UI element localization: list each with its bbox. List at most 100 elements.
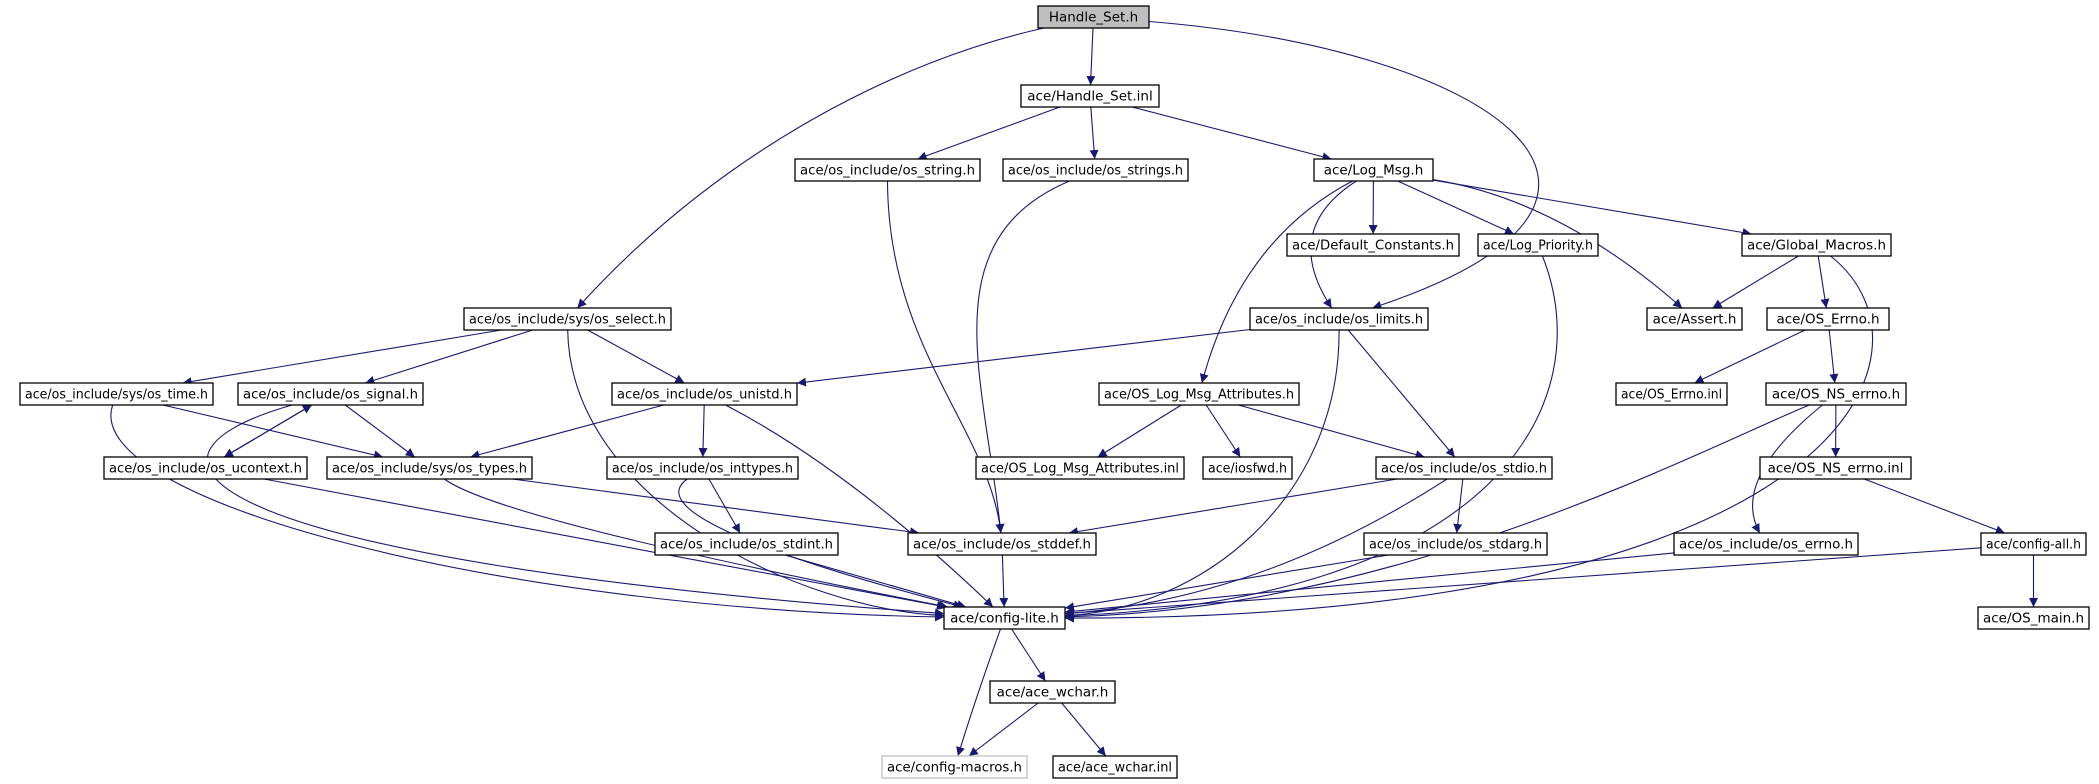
node-label: ace/os_include/os_stdio.h <box>1381 461 1547 477</box>
file-node-ns-errno-h[interactable]: ace/OS_NS_errno.h <box>1765 382 1907 406</box>
file-node-handle-set-h[interactable]: Handle_Set.h <box>1037 5 1150 29</box>
node-label: ace/config-all.h <box>1986 537 2081 553</box>
file-node-os-signal[interactable]: ace/os_include/os_signal.h <box>237 382 424 406</box>
edge-line <box>1817 255 1830 309</box>
edge-os-unistd-to-sys-types <box>470 404 664 460</box>
edge-os-string-to-os-stddef <box>886 180 1005 534</box>
node-label: ace/os_include/sys/os_select.h <box>469 312 666 328</box>
node-label: ace/OS_NS_errno.h <box>1772 387 1900 403</box>
edge-ns-errno-h-to-config-lite <box>1064 404 1810 622</box>
node-box <box>1741 233 1892 257</box>
file-node-os-string[interactable]: ace/os_include/os_string.h <box>794 158 981 182</box>
node-box <box>1977 606 2090 630</box>
node-label: Handle_Set.h <box>1049 10 1138 26</box>
edge-line <box>1064 547 1982 618</box>
edge-line <box>784 554 967 609</box>
file-node-os-stdint[interactable]: ace/os_include/os_stdint.h <box>654 532 839 556</box>
edge-line <box>223 404 313 458</box>
file-node-sys-select[interactable]: ace/os_include/sys/os_select.h <box>463 307 672 331</box>
file-node-default-constants[interactable]: ace/Default_Constants.h <box>1286 233 1460 257</box>
node-box <box>103 456 308 480</box>
edge-line <box>1064 404 1810 622</box>
node-box <box>1759 456 1912 480</box>
node-box <box>794 158 981 182</box>
node-box <box>1646 307 1743 331</box>
node-box <box>881 755 1028 779</box>
edge-sys-select-to-sys-time <box>182 329 502 386</box>
edge-os-signal-to-sys-types <box>344 404 416 458</box>
file-node-ace-wchar-h[interactable]: ace/ace_wchar.h <box>989 680 1116 704</box>
file-node-assert[interactable]: ace/Assert.h <box>1646 307 1743 331</box>
edge-line <box>1864 478 2005 534</box>
file-node-os-main[interactable]: ace/OS_main.h <box>1977 606 2090 630</box>
node-box <box>463 307 672 331</box>
node-box <box>1249 307 1429 331</box>
file-node-os-ucontext[interactable]: ace/os_include/os_ucontext.h <box>103 456 308 480</box>
file-node-os-inttypes[interactable]: ace/os_include/os_inttypes.h <box>606 456 799 480</box>
node-box <box>1037 5 1150 29</box>
edge-handle-set-h-to-os-limits <box>1148 20 1540 310</box>
edge-line <box>444 478 949 610</box>
file-node-os-errno-inl[interactable]: ace/OS_Errno.inl <box>1615 382 1728 406</box>
edge-log-msg-attr-to-os-stdio <box>1238 404 1425 459</box>
file-node-ace-wchar-inl[interactable]: ace/ace_wchar.inl <box>1052 755 1178 779</box>
file-node-config-lite[interactable]: ace/config-lite.h <box>943 606 1066 630</box>
node-label: ace/os_include/sys/os_types.h <box>332 461 527 477</box>
file-node-sys-time[interactable]: ace/os_include/sys/os_time.h <box>19 382 214 406</box>
node-box <box>1615 382 1728 406</box>
node-label: ace/Handle_Set.inl <box>1027 89 1152 105</box>
edge-global-macros-to-assert <box>1712 255 1799 309</box>
node-box <box>611 382 798 406</box>
edge-log-msg-to-log-priority <box>1397 180 1515 235</box>
file-node-log-msg-attr[interactable]: ace/OS_Log_Msg_Attributes.h <box>1098 382 1300 406</box>
file-node-global-macros[interactable]: ace/Global_Macros.h <box>1741 233 1892 257</box>
file-node-os-unistd[interactable]: ace/os_include/os_unistd.h <box>611 382 798 406</box>
edge-line <box>725 404 994 608</box>
file-node-os-stdio[interactable]: ace/os_include/os_stdio.h <box>1375 456 1553 480</box>
edge-log-msg-to-log-msg-attr <box>1199 180 1353 384</box>
file-node-os-stddef[interactable]: ace/os_include/os_stddef.h <box>907 532 1097 556</box>
edge-handle-set-inl-to-os-string <box>917 106 1061 161</box>
edge-line <box>1694 329 1806 384</box>
edge-line <box>1068 478 1398 536</box>
edge-global-macros-to-os-errno-h <box>1817 255 1830 309</box>
edge-handle-set-h-to-handle-set-inl <box>1086 27 1096 86</box>
file-node-os-errno-os[interactable]: ace/os_include/os_errno.h <box>1673 532 1859 556</box>
edge-line <box>162 404 384 460</box>
node-label: ace/OS_Log_Msg_Attributes.inl <box>981 461 1179 477</box>
file-node-log-msg[interactable]: ace/Log_Msg.h <box>1313 158 1434 182</box>
edge-line <box>976 180 1070 534</box>
edge-line <box>1432 179 1752 237</box>
file-node-ns-errno-inl[interactable]: ace/OS_NS_errno.inl <box>1759 456 1912 480</box>
file-node-os-strings[interactable]: ace/os_include/os_strings.h <box>1002 158 1189 182</box>
edge-sys-time-to-sys-types <box>162 404 384 460</box>
node-box <box>1020 84 1160 108</box>
file-node-log-priority[interactable]: ace/Log_Priority.h <box>1477 233 1599 257</box>
file-node-config-all[interactable]: ace/config-all.h <box>1980 532 2087 556</box>
edge-line <box>1061 702 1107 757</box>
node-box <box>975 456 1185 480</box>
file-node-log-msg-attr-inl[interactable]: ace/OS_Log_Msg_Attributes.inl <box>975 456 1185 480</box>
edge-line <box>999 554 1009 608</box>
edge-os-ucontext-to-os-signal <box>223 404 313 458</box>
edge-os-strings-to-os-stddef <box>976 180 1070 534</box>
edge-os-errno-h-to-os-errno-inl <box>1694 329 1806 384</box>
edge-line <box>1086 27 1096 86</box>
edge-os-signal-to-config-lite <box>206 404 945 618</box>
file-node-handle-set-inl[interactable]: ace/Handle_Set.inl <box>1020 84 1160 108</box>
file-node-os-limits[interactable]: ace/os_include/os_limits.h <box>1249 307 1429 331</box>
node-box <box>989 680 1116 704</box>
file-node-iosfwd[interactable]: ace/iosfwd.h <box>1202 456 1293 480</box>
edge-line <box>1828 329 1839 384</box>
file-node-os-errno-h[interactable]: ace/OS_Errno.h <box>1766 307 1890 331</box>
node-box <box>1052 755 1178 779</box>
edge-os-errno-os-to-config-lite <box>1064 552 1675 616</box>
node-label: ace/config-macros.h <box>887 760 1022 776</box>
file-node-config-macros[interactable]: ace/config-macros.h <box>881 755 1028 779</box>
node-label: ace/os_include/os_stdarg.h <box>1369 537 1542 553</box>
file-node-sys-types[interactable]: ace/os_include/sys/os_types.h <box>326 456 533 480</box>
file-node-os-stdarg[interactable]: ace/os_include/os_stdarg.h <box>1363 532 1548 556</box>
node-box <box>1477 233 1599 257</box>
edge-os-limits-to-os-unistd <box>796 328 1251 387</box>
